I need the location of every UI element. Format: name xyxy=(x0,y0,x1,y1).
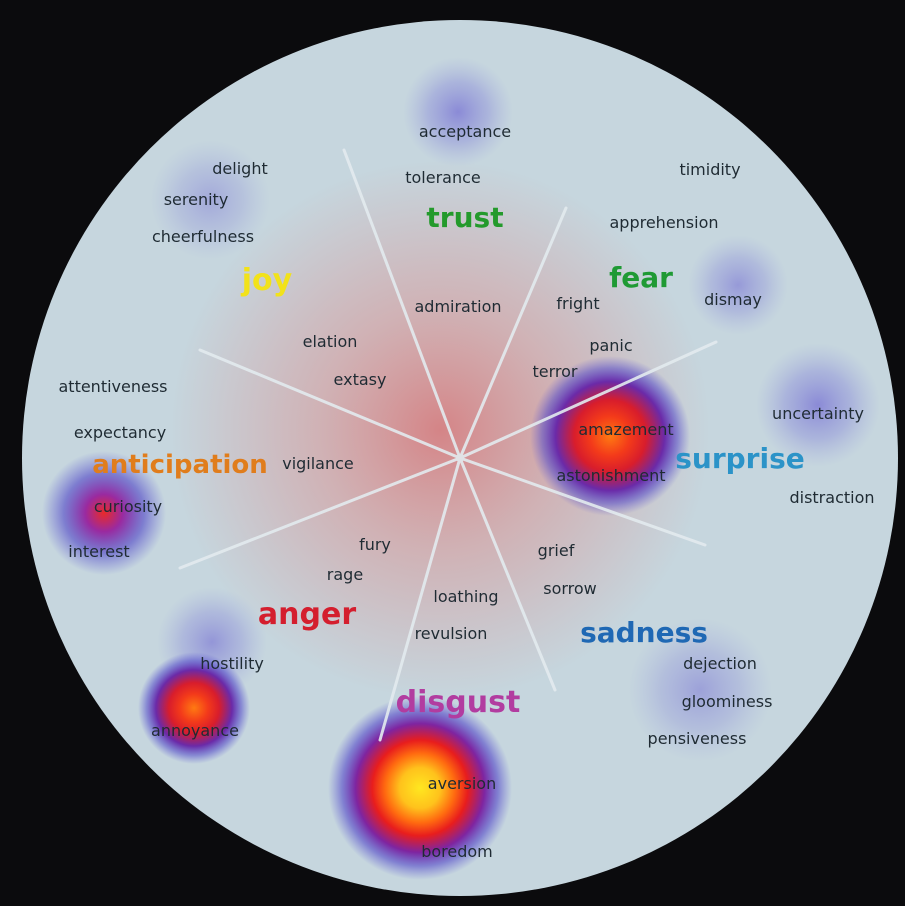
label-trust: trust xyxy=(426,201,503,234)
word-gloominess: gloominess xyxy=(682,692,773,711)
emotion-words: delight serenity cheerfulness elation ex… xyxy=(58,122,874,861)
word-dismay: dismay xyxy=(704,290,762,309)
word-interest: interest xyxy=(68,542,129,561)
emotion-labels: joy trust fear surprise sadness disgust … xyxy=(92,201,805,720)
label-disgust: disgust xyxy=(396,685,521,720)
word-elation: elation xyxy=(303,332,358,351)
word-aversion: aversion xyxy=(428,774,496,793)
word-hostility: hostility xyxy=(200,654,264,673)
word-acceptance: acceptance xyxy=(419,122,511,141)
word-panic: panic xyxy=(589,336,632,355)
wheel-spokes xyxy=(178,148,718,742)
heat-blob-aversion xyxy=(328,696,512,880)
word-serenity: serenity xyxy=(164,190,229,209)
spoke-surprise-sadness xyxy=(458,456,707,547)
word-rage: rage xyxy=(327,565,363,584)
word-distraction: distraction xyxy=(789,488,874,507)
heat-blob-amazement xyxy=(530,356,690,516)
word-cheerfulness: cheerfulness xyxy=(152,227,254,246)
word-revulsion: revulsion xyxy=(415,624,488,643)
heat-blobs xyxy=(42,57,880,880)
word-dejection: dejection xyxy=(683,654,757,673)
word-uncertainty: uncertainty xyxy=(772,404,864,423)
label-anger: anger xyxy=(258,597,356,632)
heat-blob-curiosity xyxy=(42,451,166,575)
word-expectancy: expectancy xyxy=(74,423,166,442)
heat-blob-dismay xyxy=(688,235,788,335)
label-joy: joy xyxy=(241,263,293,298)
word-fright: fright xyxy=(556,294,599,313)
heat-blob-serenity xyxy=(150,140,270,260)
center-heat-glow xyxy=(170,160,710,700)
word-annoyance: annoyance xyxy=(151,721,239,740)
label-surprise: surprise xyxy=(675,442,805,475)
label-fear: fear xyxy=(609,261,673,294)
word-pensiveness: pensiveness xyxy=(648,729,747,748)
word-vigilance: vigilance xyxy=(282,454,354,473)
spoke-anger-anticipation xyxy=(178,456,462,570)
word-fury: fury xyxy=(359,535,391,554)
word-admiration: admiration xyxy=(414,297,501,316)
heat-blob-acceptance xyxy=(403,57,513,167)
word-terror: terror xyxy=(532,362,577,381)
heat-blob-annoyance xyxy=(138,652,250,764)
word-curiosity: curiosity xyxy=(94,497,162,516)
word-delight: delight xyxy=(212,159,267,178)
spoke-disgust-anger xyxy=(378,456,462,742)
word-extasy: extasy xyxy=(334,370,387,389)
word-attentiveness: attentiveness xyxy=(58,377,167,396)
heat-blob-sadness xyxy=(628,618,772,762)
label-sadness: sadness xyxy=(580,616,708,649)
word-sorrow: sorrow xyxy=(543,579,597,598)
spoke-anticipation-joy xyxy=(198,348,462,460)
word-apprehension: apprehension xyxy=(609,213,718,232)
word-grief: grief xyxy=(538,541,575,560)
spoke-fear-surprise xyxy=(458,340,718,460)
word-boredom: boredom xyxy=(421,842,493,861)
word-loathing: loathing xyxy=(433,587,498,606)
word-timidity: timidity xyxy=(679,160,740,179)
word-tolerance: tolerance xyxy=(405,168,481,187)
word-amazement: amazement xyxy=(578,420,673,439)
heat-blob-uncertainty xyxy=(756,343,880,467)
spoke-trust-fear xyxy=(458,206,568,460)
spoke-joy-trust xyxy=(342,148,462,460)
word-astonishment: astonishment xyxy=(556,466,665,485)
wheel-hub xyxy=(456,454,464,462)
spoke-sadness-disgust xyxy=(458,456,557,692)
label-anticipation: anticipation xyxy=(92,450,268,480)
